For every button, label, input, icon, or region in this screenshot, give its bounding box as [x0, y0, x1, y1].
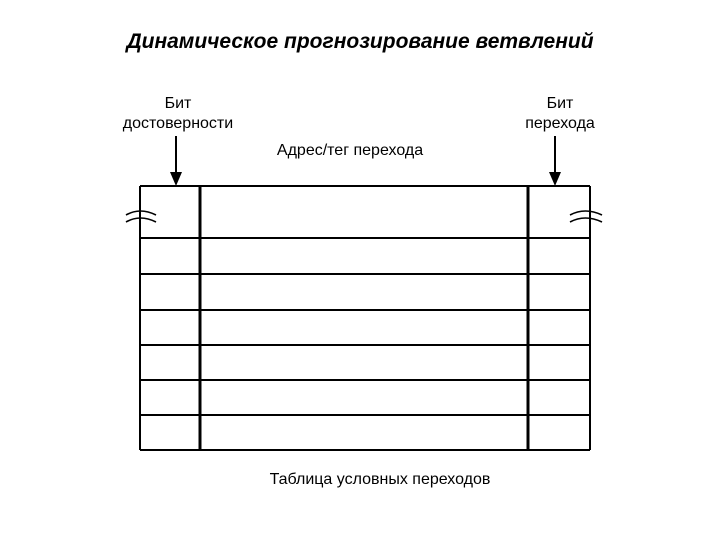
branch-bit-arrow: [549, 136, 561, 186]
valid-bit-label-line2: достоверности: [122, 115, 234, 132]
valid-bit-label-line1: Бит: [164, 95, 192, 112]
valid-bit-arrow: [170, 136, 182, 186]
address-tag-label: Адрес/тег перехода: [276, 142, 424, 159]
break-mark-left: [125, 210, 157, 223]
branch-table: [139, 185, 591, 451]
branch-bit-label-line1: Бит: [546, 95, 574, 112]
table-caption: Таблица условных переходов: [269, 471, 491, 488]
branch-bit-label-line2: перехода: [525, 115, 595, 132]
break-mark-right: [569, 210, 603, 223]
branch-bit-label: Бит перехода: [490, 94, 630, 134]
diagram-title: Динамическое прогнозирование ветвлений: [126, 30, 594, 53]
valid-bit-label: Бит достоверности: [98, 94, 258, 134]
